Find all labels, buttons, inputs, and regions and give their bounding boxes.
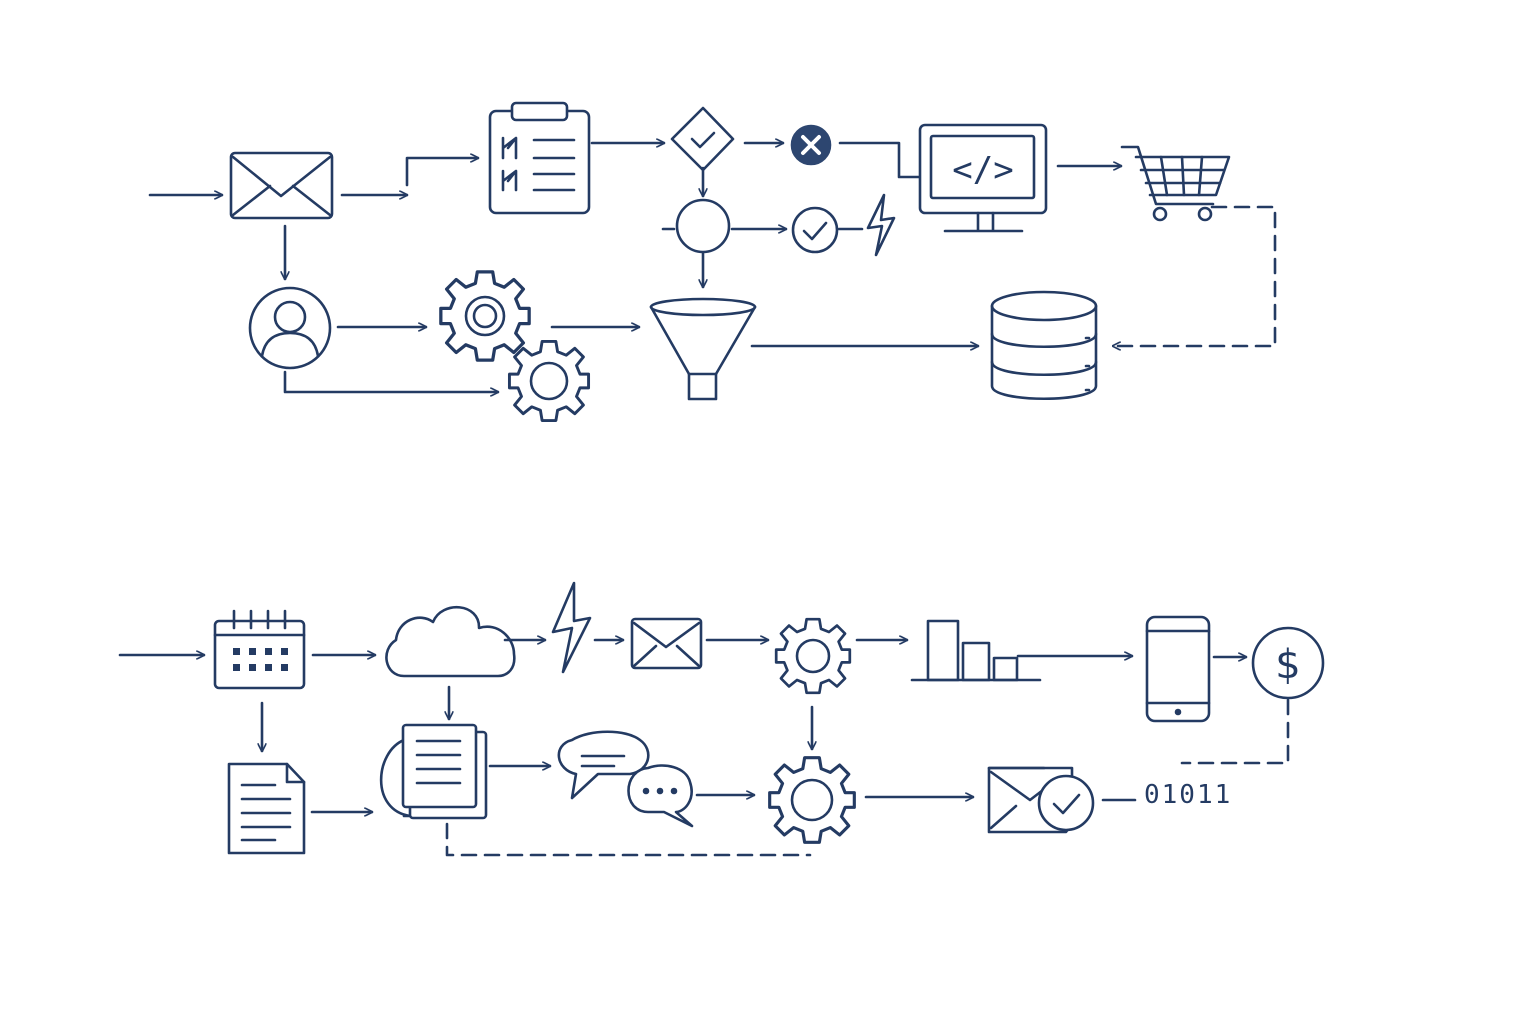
connector-envelope-to-checklist-2 bbox=[405, 158, 480, 187]
circle-node-icon bbox=[675, 198, 731, 254]
envelope-icon bbox=[630, 617, 703, 670]
connectors-top bbox=[148, 141, 1277, 392]
checklist-clipboard-icon bbox=[488, 101, 591, 215]
chat-bubbles-icon bbox=[557, 730, 694, 828]
connector-docs-to-gear-loop bbox=[445, 822, 812, 857]
smartphone-icon bbox=[1145, 615, 1211, 723]
mail-check-icon bbox=[987, 766, 1095, 834]
gear-icon bbox=[768, 756, 856, 844]
cancel-x-icon bbox=[790, 124, 832, 166]
connector-x-to-monitor bbox=[838, 141, 921, 179]
connector-user-to-gear-2 bbox=[283, 370, 500, 392]
shopping-cart-icon bbox=[1120, 145, 1231, 222]
connector-cart-to-database bbox=[1111, 205, 1277, 346]
calendar-icon bbox=[213, 609, 306, 690]
envelope-icon bbox=[229, 151, 334, 220]
gear-icon bbox=[439, 270, 531, 362]
code-glyph: </> bbox=[952, 150, 1013, 190]
database-icon bbox=[990, 290, 1098, 401]
bar-chart-icon bbox=[910, 619, 1042, 682]
cloud-icon bbox=[385, 606, 516, 678]
decision-diamond-icon bbox=[670, 106, 735, 172]
check-circle-icon bbox=[791, 206, 839, 254]
connectors-bottom bbox=[118, 640, 1290, 857]
dollar-circle-icon: $ bbox=[1251, 626, 1325, 700]
gear-icon bbox=[774, 617, 852, 695]
lightning-bolt-icon bbox=[551, 581, 592, 674]
connector-dollar-to-binary bbox=[1180, 698, 1290, 765]
dollar-glyph: $ bbox=[1275, 642, 1300, 688]
lightning-bolt-icon bbox=[866, 193, 896, 257]
monitor-code-icon: </> bbox=[918, 123, 1048, 233]
stacked-documents-icon bbox=[379, 723, 488, 820]
document-icon bbox=[227, 762, 306, 855]
binary-code-label: 01011 bbox=[1144, 780, 1232, 810]
user-avatar-icon bbox=[248, 286, 332, 370]
funnel-icon bbox=[649, 297, 757, 401]
gear-icon bbox=[507, 339, 591, 423]
